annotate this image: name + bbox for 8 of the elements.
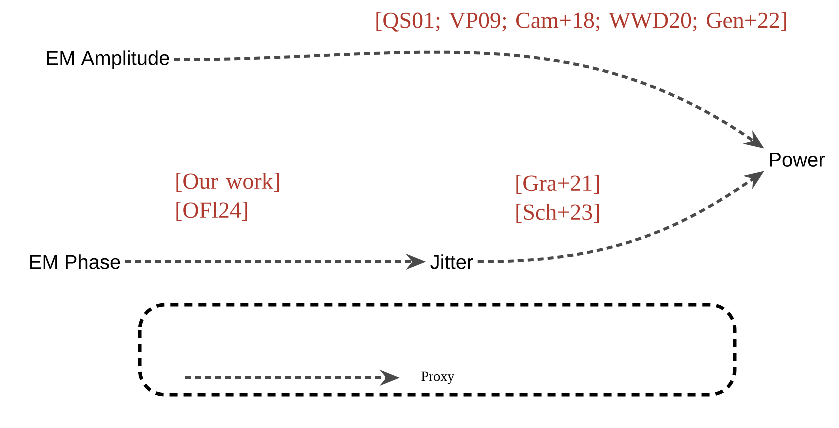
node-label: Power <box>770 153 825 167</box>
legend-label: Proxy <box>422 372 455 384</box>
node-label: Jitter <box>430 254 474 270</box>
node-label: EM Amplitude <box>47 50 170 70</box>
node-label: EM Phase <box>30 254 120 270</box>
citation-label: [Our work] [OFl24] <box>176 172 280 221</box>
citation-label: [Gra+21] [Sch+23] <box>516 174 600 223</box>
citation-label: [QS01; VP09; Cam+18; WWD20; Gen+22] <box>376 12 786 32</box>
